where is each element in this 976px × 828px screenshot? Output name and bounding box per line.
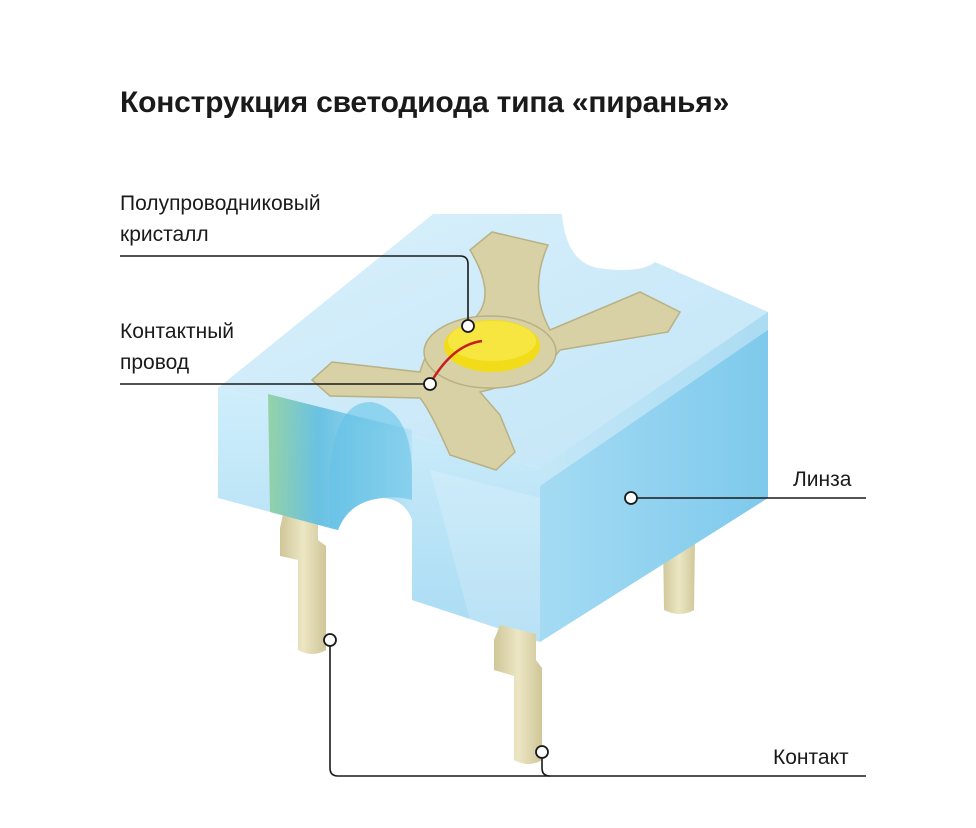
diagram-title: Конструкция светодиода типа «пиранья» [120,86,730,119]
back-left-pin [280,510,326,654]
leader-lines [120,255,866,777]
dot-wire [423,377,437,391]
label-wire-line1: Контактный [120,320,235,343]
contact-wire [428,339,483,385]
leader-dots [323,319,638,759]
dot-lens [624,491,638,505]
front-right-pin [494,625,542,764]
leader-contact [329,640,866,777]
label-contact: Контакт [773,746,849,769]
label-crystal-line1: Полупроводниковый [120,192,321,215]
dot-crystal [461,319,475,333]
label-semiconductor-crystal: Полупроводниковый кристалл [120,188,321,250]
label-contact-wire: Контактный провод [120,316,234,378]
lens-right-face [540,312,768,642]
leader-crystal [120,255,469,320]
label-wire-line2: провод [120,351,190,374]
label-crystal-line2: кристалл [120,223,209,246]
dot-contact-right [535,745,549,759]
dot-contact-left [323,633,337,647]
leader-contact-2 [541,754,551,777]
label-lens: Линза [793,468,852,491]
